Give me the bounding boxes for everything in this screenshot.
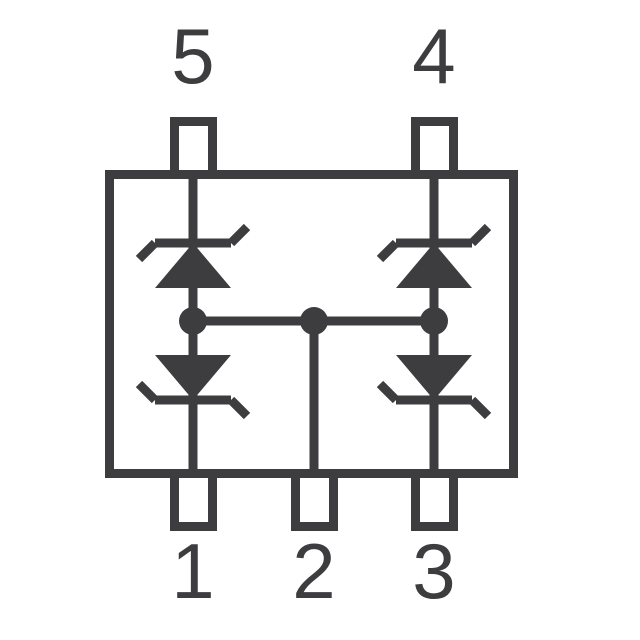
pin-label-1: 1 xyxy=(171,527,214,615)
zener-lower-left-tick-left xyxy=(135,380,159,404)
zener-upper-left xyxy=(135,223,251,288)
pin-label-5: 5 xyxy=(171,12,214,100)
junction-dot-left xyxy=(179,307,207,335)
zener-upper-right-triangle xyxy=(396,243,472,288)
zener-upper-left-tick-right xyxy=(227,223,251,247)
zener-upper-right xyxy=(376,223,492,288)
zener-upper-right-tick-right xyxy=(468,223,492,247)
zener-lower-left xyxy=(135,355,251,420)
zener-upper-left-tick-left xyxy=(135,239,159,263)
junction-dot-middle xyxy=(300,307,328,335)
zener-lower-right-tick-right xyxy=(468,396,492,420)
pin-1-tab[interactable] xyxy=(170,478,217,531)
junction-dot-right xyxy=(420,307,448,335)
pin-label-4: 4 xyxy=(412,12,455,100)
pin-5-tab[interactable] xyxy=(170,117,217,171)
zener-upper-right-tick-left xyxy=(376,239,400,263)
zener-lower-right-tick-left xyxy=(376,380,400,404)
pin-label-2: 2 xyxy=(292,527,335,615)
zener-upper-left-triangle xyxy=(155,243,231,288)
zener-lower-right-triangle xyxy=(396,355,472,400)
pin-4-tab[interactable] xyxy=(411,117,458,171)
zener-lower-left-triangle xyxy=(155,355,231,400)
zener-lower-left-tick-right xyxy=(227,396,251,420)
pin-2-tab[interactable] xyxy=(291,478,338,531)
pin-3-tab[interactable] xyxy=(411,478,458,531)
pin-label-3: 3 xyxy=(412,527,455,615)
zener-lower-right xyxy=(376,355,492,420)
